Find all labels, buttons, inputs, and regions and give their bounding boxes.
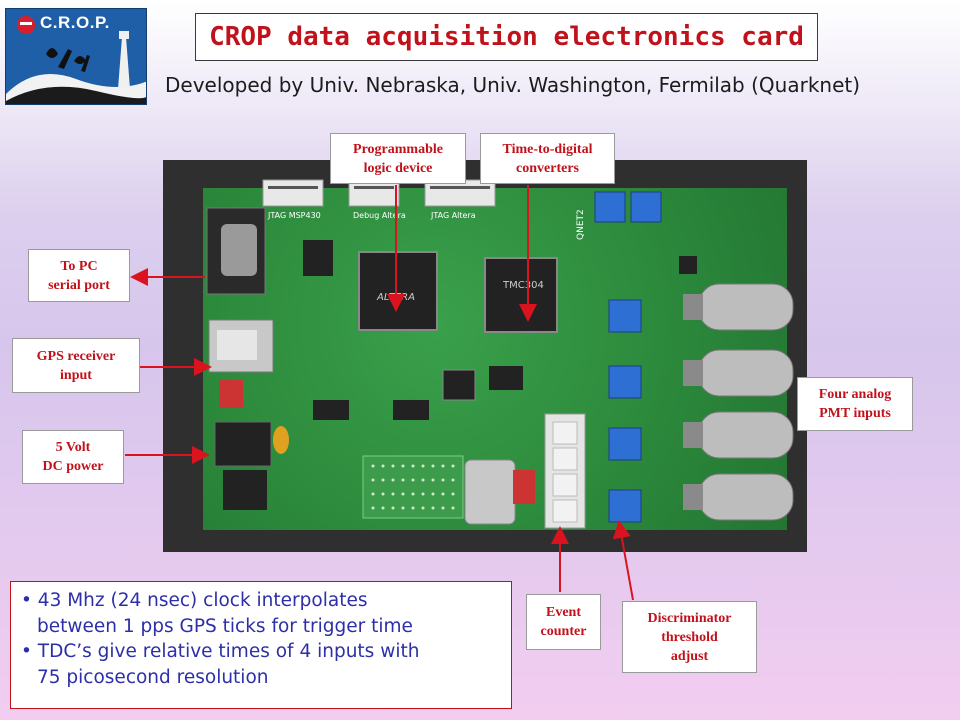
subtitle: Developed by Univ. Nebraska, Univ. Washi… — [165, 73, 861, 97]
bullet-2-line-2: 75 picosecond resolution — [37, 666, 269, 688]
page-title: CROP data acquisition electronics card — [209, 22, 804, 52]
bullet-1-line-2: between 1 pps GPS ticks for trigger time — [37, 615, 413, 637]
title-box: CROP data acquisition electronics card — [195, 13, 818, 61]
board-photo: JTAG MSP430 Debug Altera JTAG Altera ALT… — [163, 160, 807, 552]
crop-logo: C.R.O.P. — [5, 8, 147, 105]
tdc-chip-marking: TMC304 — [502, 280, 544, 291]
jtag-altera-label: JTAG Altera — [430, 211, 476, 220]
board-name-label: QNET2 — [576, 209, 586, 240]
debug-label: Debug Altera — [353, 211, 406, 220]
bullet-2-line-1: • TDC’s give relative times of 4 inputs … — [21, 641, 420, 662]
logo-artwork-icon — [6, 16, 146, 104]
logo-text: C.R.O.P. — [40, 13, 110, 32]
feature-bullets: • 43 Mhz (24 nsec) clock interpolates be… — [10, 581, 512, 709]
jtag-msp-label: JTAG MSP430 — [267, 211, 321, 220]
board-components: JTAG MSP430 Debug Altera JTAG Altera ALT… — [206, 179, 794, 529]
bullet-1-line-1: • 43 Mhz (24 nsec) clock interpolates — [21, 590, 368, 611]
